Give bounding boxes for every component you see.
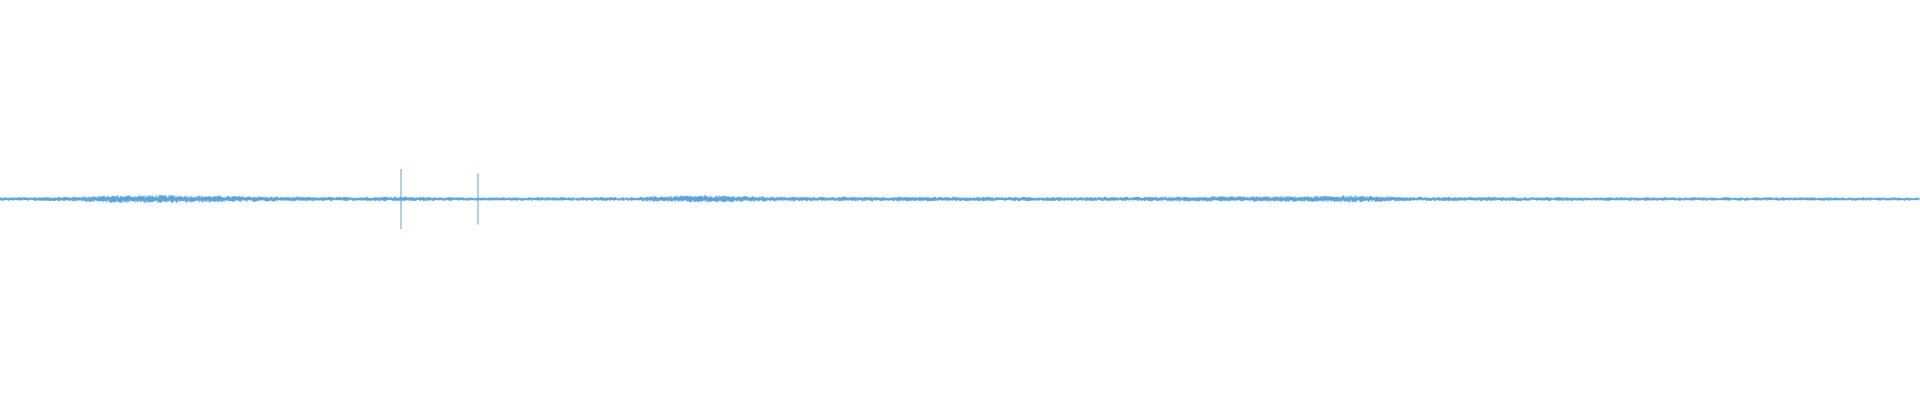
waveform-trace — [0, 169, 1920, 229]
